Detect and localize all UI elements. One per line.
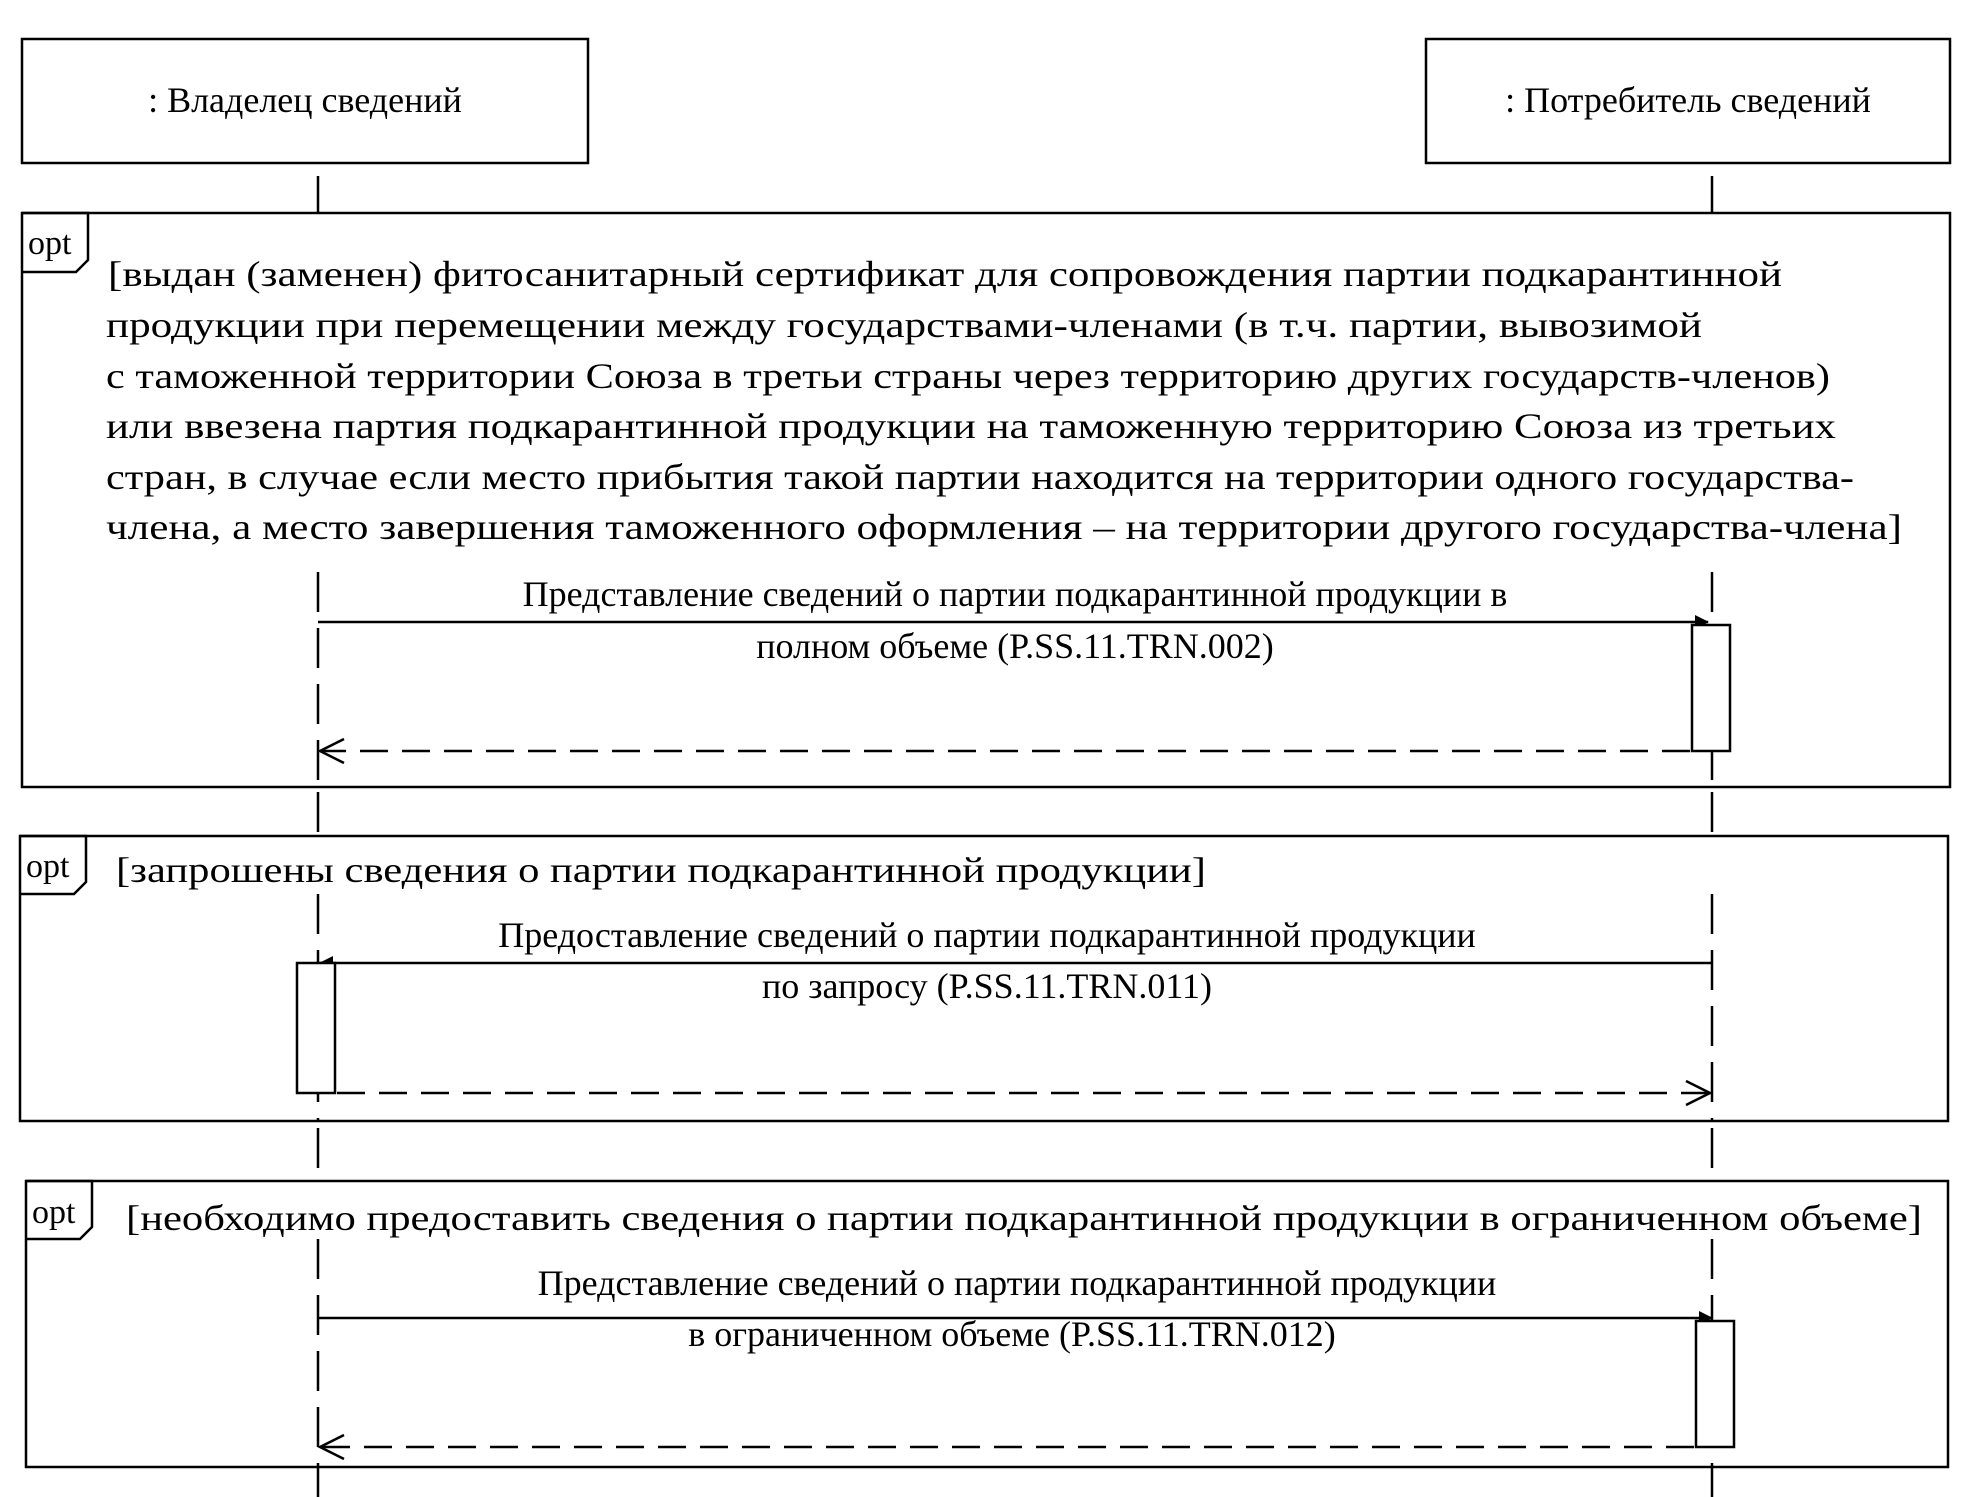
actor-owner: : Владелец сведений [20, 37, 590, 165]
message-1-line-1: Представление сведений о партии подкаран… [523, 574, 1508, 614]
opt-operator-1: opt [28, 225, 72, 262]
return-3-arrowhead [317, 1433, 345, 1461]
actor-owner-label: : Владелец сведений [148, 80, 462, 120]
activation-owner-2 [295, 961, 337, 1095]
opt-operator-2: opt [26, 848, 70, 885]
guard-1-line-3: с таможенной территории Союза в третьи с… [106, 356, 1830, 396]
actor-consumer: : Потребитель сведений [1424, 37, 1952, 165]
guard-1-line-5: стран, в случае если место прибытия тако… [106, 457, 1854, 497]
return-1-arrowhead [317, 737, 345, 765]
message-3-line-2: в ограниченном объеме (P.SS.11.TRN.012) [688, 1314, 1335, 1354]
guard-3: [необходимо предоставить сведения о парт… [126, 1198, 1922, 1238]
message-3-line-1: Представление сведений о партии подкаран… [538, 1263, 1497, 1303]
guard-2: [запрошены сведения о партии подкарантин… [116, 850, 1206, 890]
opt-fragment-1: opt [выдан (заменен) фитосанитарный серт… [20, 211, 1952, 789]
guard-1-line-1: [выдан (заменен) фитосанитарный сертифик… [108, 254, 1782, 294]
message-2-line-1: Предоставление сведений о партии подкара… [498, 915, 1476, 955]
message-1-line-2: полном объеме (P.SS.11.TRN.002) [756, 626, 1274, 666]
activation-consumer-3 [1694, 1319, 1736, 1449]
guard-1-line-4: или ввезена партия подкарантинной продук… [106, 406, 1836, 446]
activation-consumer-1 [1690, 623, 1732, 753]
return-2-arrowhead [1685, 1079, 1713, 1107]
actor-consumer-label: : Потребитель сведений [1505, 80, 1871, 120]
guard-1-line-6: члена, а место завершения таможенного оф… [106, 507, 1902, 547]
opt-fragment-2: opt [запрошены сведения о партии подкара… [18, 834, 1950, 1123]
message-2-line-2: по запросу (P.SS.11.TRN.011) [762, 966, 1212, 1006]
guard-1-line-2: продукции при перемещении между государс… [106, 305, 1702, 345]
opt-operator-3: opt [32, 1194, 76, 1231]
guard-1: [выдан (заменен) фитосанитарный сертифик… [106, 254, 1902, 547]
opt-fragment-3: opt [необходимо предоставить сведения о … [24, 1179, 1950, 1469]
